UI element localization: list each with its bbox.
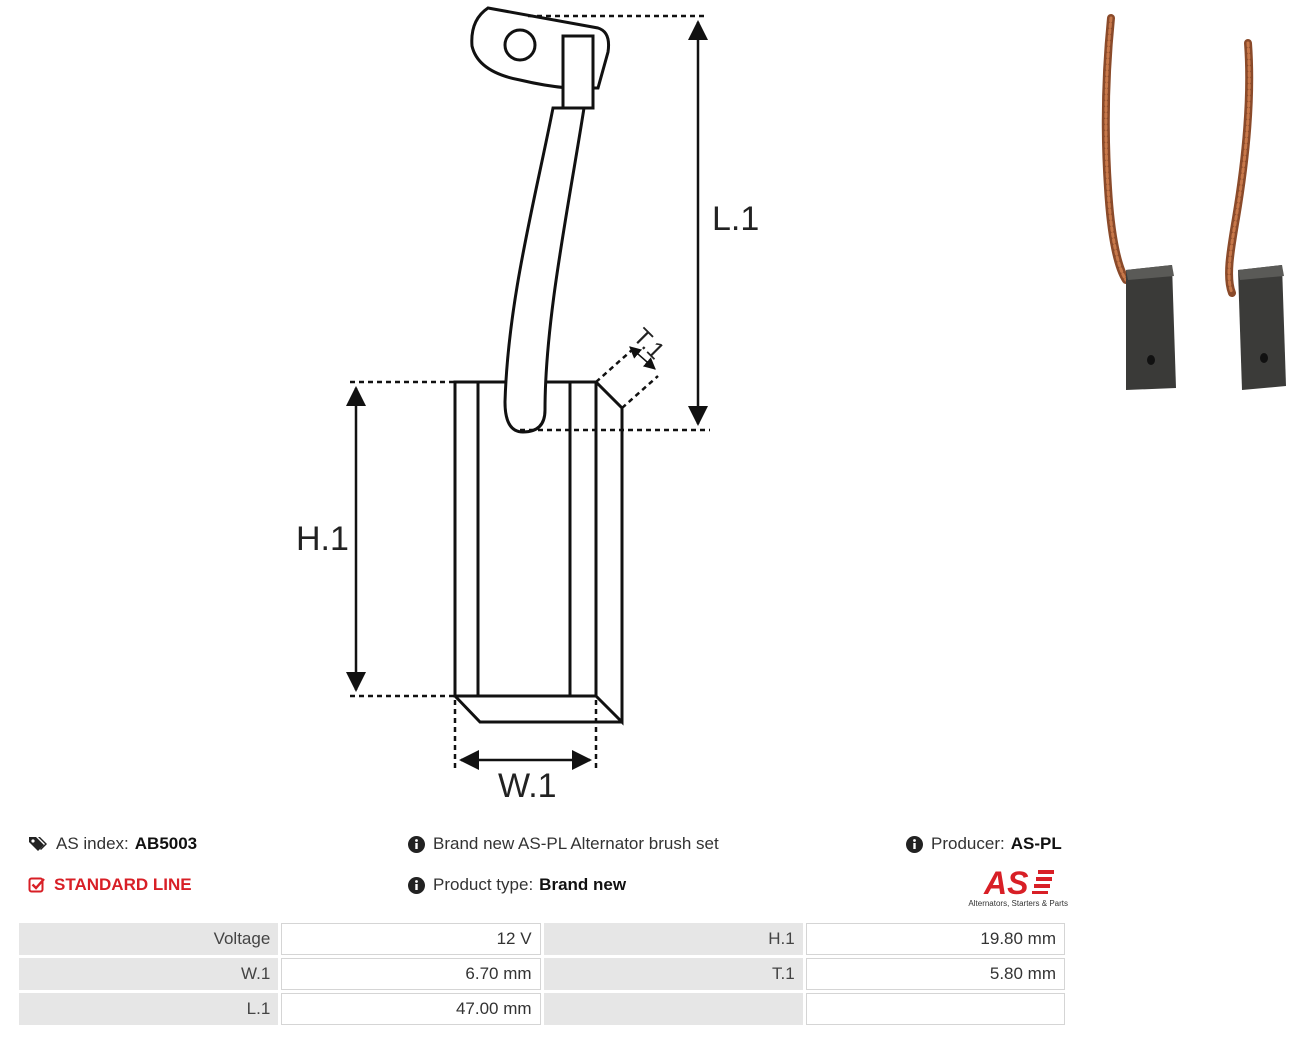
spec-key	[543, 993, 803, 1025]
info-circle-icon	[408, 835, 425, 853]
label-w1: W.1	[498, 767, 557, 805]
label-t1: T.1	[628, 323, 670, 365]
table-row: W.1 6.70 mm T.1 5.80 mm	[19, 958, 1065, 990]
spec-key: Voltage	[19, 923, 279, 955]
spec-key: L.1	[19, 993, 279, 1025]
as-index-value: AB5003	[134, 834, 198, 853]
table-row: Voltage 12 V H.1 19.80 mm	[19, 923, 1065, 955]
product-photo	[1101, 14, 1286, 390]
description-text: Brand new AS-PL Alternator brush set	[433, 834, 719, 853]
brush-cable	[503, 106, 586, 434]
label-h1: H.1	[296, 520, 349, 558]
as-pl-logo: AS Alternators, Starters & Parts	[968, 865, 1068, 908]
info-circle-icon	[408, 876, 425, 894]
as-index-row: AS index: AB5003	[28, 834, 197, 854]
product-type-value: Brand new	[539, 875, 627, 894]
as-index-label: AS index:	[56, 834, 129, 853]
spec-value: 5.80 mm	[805, 958, 1065, 990]
description-row: Brand new AS-PL Alternator brush set	[408, 834, 719, 854]
spec-key: W.1	[19, 958, 279, 990]
info-circle-icon	[906, 835, 923, 853]
spec-key: H.1	[543, 923, 803, 955]
spec-value: 12 V	[281, 923, 541, 955]
spec-value: 47.00 mm	[281, 993, 541, 1025]
technical-drawing: L.1 H.1 W.1 T.1	[296, 6, 759, 805]
spec-value	[805, 993, 1065, 1025]
spec-key: T.1	[543, 958, 803, 990]
specs-table: Voltage 12 V H.1 19.80 mm W.1 6.70 mm T.…	[16, 920, 1068, 1028]
product-type-row: Product type: Brand new	[408, 875, 626, 895]
standard-line-label: STANDARD LINE	[54, 875, 192, 894]
logo-tagline: Alternators, Starters & Parts	[968, 899, 1068, 908]
tags-icon	[29, 837, 47, 851]
spec-value: 19.80 mm	[805, 923, 1065, 955]
logo-mark: AS	[983, 865, 1029, 901]
label-l1: L.1	[712, 200, 759, 238]
standard-line-badge: STANDARD LINE	[28, 875, 192, 895]
spec-value: 6.70 mm	[281, 958, 541, 990]
producer-row: Producer: AS-PL	[906, 834, 1062, 854]
producer-value: AS-PL	[1010, 834, 1062, 853]
producer-label: Producer:	[931, 834, 1005, 853]
check-square-icon	[28, 877, 45, 893]
table-row: L.1 47.00 mm	[19, 993, 1065, 1025]
product-type-label: Product type:	[433, 875, 534, 894]
